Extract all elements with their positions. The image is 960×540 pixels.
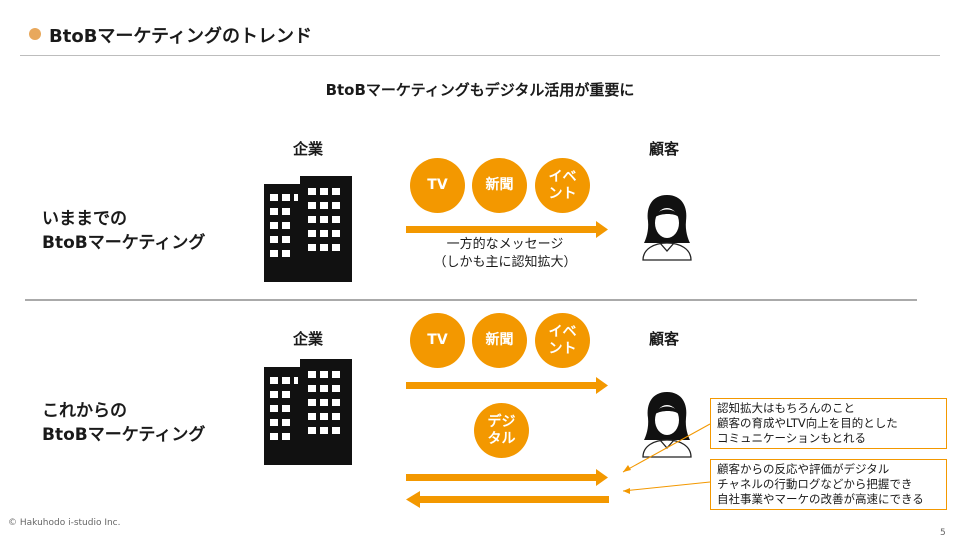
title-bullet	[29, 28, 41, 40]
office-building-icon	[264, 176, 352, 282]
callout-pointer-1	[623, 465, 631, 472]
page-number: 5	[940, 528, 946, 538]
channel-tv-label: TV	[427, 177, 448, 193]
callout-pointer-2	[623, 488, 630, 494]
past-row-label-line1: いままでの	[42, 209, 127, 229]
note1-line2: 顧客の育成やLTV向上を目的とした	[717, 416, 898, 430]
channel-tv-circle: TV	[410, 158, 465, 213]
note1-line1: 認知拡大はもちろんのこと	[717, 401, 855, 415]
channel-newspaper-circle: 新聞	[472, 158, 527, 213]
past-row-label: いままでの BtoBマーケティング	[42, 207, 205, 255]
channel-event-label-line1: イベ	[548, 168, 577, 185]
channel-event-label-line2: ント	[548, 340, 577, 357]
future-customer-label: 顧客	[649, 330, 680, 348]
past-customer-label: 顧客	[649, 140, 680, 158]
channel-newspaper-label: 新聞	[485, 177, 514, 193]
future-row-label-line1: これからの	[42, 401, 127, 421]
message-line2: （しかも主に認知拡大）	[433, 255, 577, 270]
callout-line-2	[622, 481, 711, 492]
channel-tv-circle: TV	[410, 313, 465, 368]
note2-line2: チャネルの行動ログなどから把握でき	[717, 477, 913, 491]
page-title: BtoBマーケティングのトレンド	[49, 26, 312, 47]
woman-person-icon	[642, 392, 692, 458]
future-row-label-line2: BtoBマーケティング	[42, 425, 206, 445]
one-way-arrow	[406, 221, 608, 238]
callout-note-engagement: 認知拡大はもちろんのこと 顧客の育成やLTV向上を目的とした コミュニケーション…	[710, 398, 947, 449]
office-building-icon	[264, 359, 352, 465]
digital-feedback-arrow	[406, 491, 609, 508]
note2-line1: 顧客からの反応や評価がデジタル	[717, 462, 890, 476]
title-divider	[20, 55, 940, 56]
callout-line-1	[622, 423, 711, 473]
slide-subtitle: BtoBマーケティングもデジタル活用が重要に	[325, 81, 635, 99]
mass-channel-arrow	[406, 377, 608, 394]
channel-digital-label-line1: デジ	[487, 413, 516, 430]
channel-event-circle: イベ ント	[535, 158, 590, 213]
note2-line3: 自社事業やマーケの改善が高速にできる	[717, 492, 924, 506]
future-company-label: 企業	[293, 330, 324, 348]
past-row-label-line2: BtoBマーケティング	[42, 233, 206, 253]
digital-outbound-arrow	[406, 469, 608, 486]
channel-tv-label: TV	[427, 332, 448, 348]
channel-event-label-line2: ント	[548, 185, 577, 202]
woman-person-icon	[642, 195, 692, 261]
channel-newspaper-label: 新聞	[485, 332, 514, 348]
copyright-notice: © Hakuhodo i-studio Inc.	[8, 518, 121, 528]
channel-newspaper-circle: 新聞	[472, 313, 527, 368]
channel-digital-circle: デジ タル	[474, 403, 529, 458]
channel-event-circle: イベ ント	[535, 313, 590, 368]
one-way-message-caption: 一方的なメッセージ （しかも主に認知拡大）	[400, 236, 610, 272]
channel-digital-label-line2: タル	[487, 430, 516, 447]
note1-line3: コミュニケーションもとれる	[717, 431, 867, 445]
message-line1: 一方的なメッセージ	[446, 237, 564, 252]
callout-note-feedback: 顧客からの反応や評価がデジタル チャネルの行動ログなどから把握でき 自社事業やマ…	[710, 459, 947, 510]
channel-event-label-line1: イベ	[548, 323, 577, 340]
future-row-label: これからの BtoBマーケティング	[42, 399, 205, 447]
past-company-label: 企業	[293, 140, 324, 158]
